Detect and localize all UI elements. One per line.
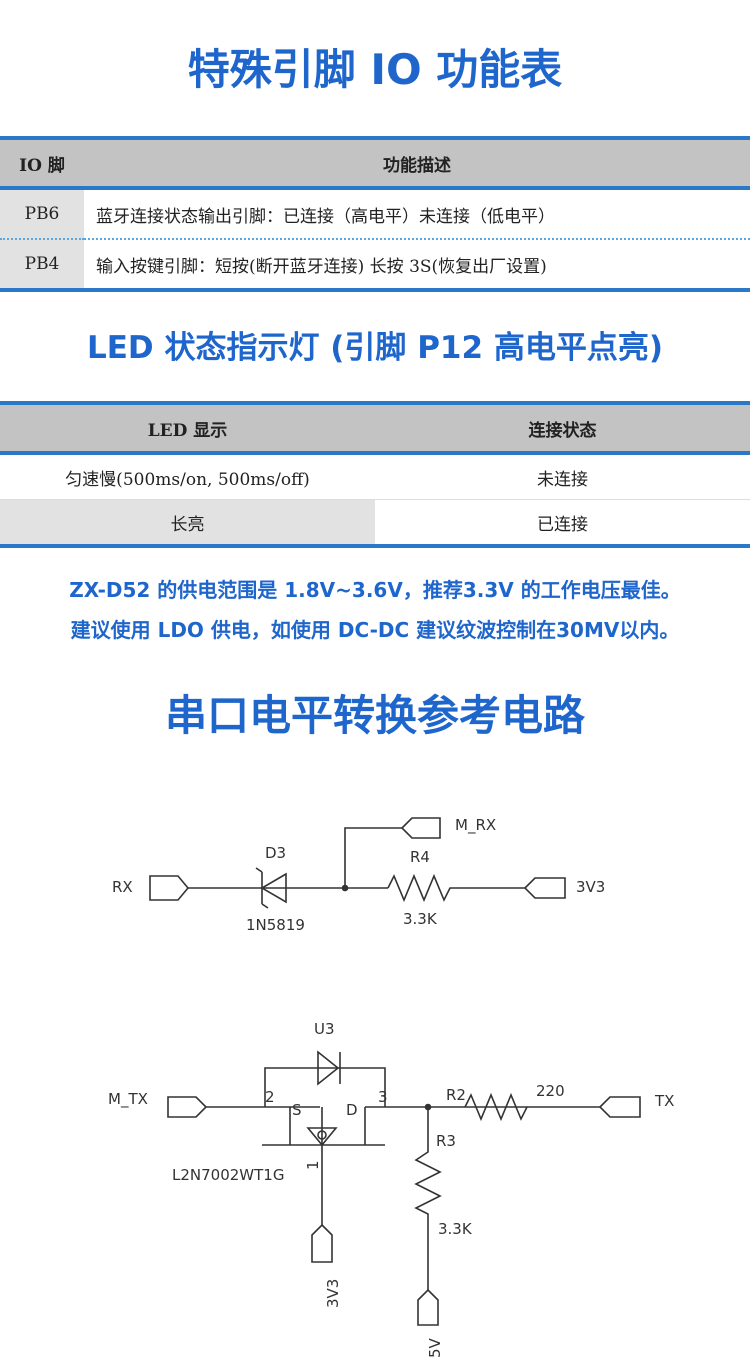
r3-label: R3 bbox=[436, 1132, 456, 1150]
d3-label: D3 bbox=[265, 844, 286, 862]
header-led: LED 显示 bbox=[0, 403, 375, 455]
table-row: PB4 输入按键引脚：短按(断开蓝牙连接) 长按 3S(恢复出厂设置) bbox=[0, 239, 750, 290]
mrx-port bbox=[400, 817, 441, 839]
table-row: 匀速慢(500ms/on, 500ms/off)未连接 bbox=[0, 453, 750, 500]
5v-port bbox=[417, 1288, 439, 1326]
r2-label: R2 bbox=[446, 1086, 466, 1104]
mosfet-label: L2N7002WT1G bbox=[172, 1166, 284, 1184]
5v-label: 5V bbox=[426, 1337, 444, 1358]
status-cell: 已连接 bbox=[537, 514, 588, 535]
table-row: 长亮 已连接 bbox=[0, 499, 750, 546]
power-note-1: ZX-D52 的供电范围是 1.8V~3.6V，推荐3.3V 的工作电压最佳。 bbox=[69, 578, 681, 602]
u3-label: U3 bbox=[314, 1020, 335, 1038]
r2-value: 220 bbox=[536, 1082, 565, 1100]
rx-port bbox=[149, 875, 190, 901]
header-status: 连接状态 bbox=[375, 403, 750, 455]
tx-port bbox=[598, 1096, 641, 1118]
3v3-port bbox=[523, 877, 566, 899]
r4-value: 3.3K bbox=[403, 910, 438, 928]
mrx-label: M_RX bbox=[455, 816, 496, 835]
led-status-table: LED 显示连接状态 匀速慢(500ms/on, 500ms/off)未连接 长… bbox=[0, 401, 750, 548]
header-function: 功能描述 bbox=[84, 138, 750, 190]
diode-d3 bbox=[255, 867, 287, 909]
3v3-label: 3V3 bbox=[576, 878, 605, 896]
pin3-label: 3 bbox=[378, 1088, 388, 1106]
power-note-2: 建议使用 LDO 供电，如使用 DC-DC 建议纹波控制在30MV以内。 bbox=[70, 618, 680, 642]
source-label: S bbox=[292, 1101, 302, 1119]
tx-circuit: M_TX U3 2 3 S D 1 L2N7002WT1G R2 220 TX … bbox=[108, 1020, 674, 1358]
d3-part-label: 1N5819 bbox=[246, 916, 305, 934]
desc-cell: 输入按键引脚：短按(断开蓝牙连接) 长按 3S(恢复出厂设置) bbox=[96, 256, 547, 277]
rx-circuit: RX D3 1N5819 M_RX R4 3.3K 3V3 bbox=[112, 816, 605, 934]
desc-cell: 蓝牙连接状态输出引脚：已连接（高电平）未连接（低电平） bbox=[84, 188, 750, 240]
status-cell: 未连接 bbox=[375, 453, 750, 500]
mtx-port bbox=[167, 1096, 208, 1118]
resistor-r4 bbox=[387, 873, 460, 903]
rx-label: RX bbox=[112, 878, 133, 896]
pin-cell: PB4 bbox=[0, 239, 84, 290]
io-table-title: 特殊引脚 IO 功能表 bbox=[187, 45, 563, 94]
led-cell: 匀速慢(500ms/on, 500ms/off) bbox=[0, 453, 375, 500]
resistor-r2 bbox=[464, 1092, 528, 1122]
header-io-pin: IO 脚 bbox=[0, 138, 84, 190]
led-table-title: LED 状态指示灯 (引脚 P12 高电平点亮) bbox=[86, 330, 664, 366]
3v3-label: 3V3 bbox=[324, 1279, 342, 1308]
led-cell: 长亮 bbox=[0, 499, 375, 546]
pin2-label: 2 bbox=[265, 1088, 275, 1106]
pin-cell: PB6 bbox=[0, 188, 84, 240]
mosfet-body-diode bbox=[306, 1127, 338, 1147]
circuit-title: 串口电平转换参考电路 bbox=[164, 691, 585, 740]
drain-label: D bbox=[346, 1101, 358, 1119]
r4-label: R4 bbox=[410, 848, 430, 866]
tx-label: TX bbox=[654, 1092, 674, 1110]
resistor-r3 bbox=[414, 1107, 442, 1290]
pin1-label: 1 bbox=[304, 1160, 322, 1170]
mtx-label: M_TX bbox=[108, 1090, 148, 1109]
diode-u3 bbox=[317, 1050, 341, 1086]
r3-value: 3.3K bbox=[438, 1220, 473, 1238]
3v3-port bbox=[311, 1223, 333, 1263]
